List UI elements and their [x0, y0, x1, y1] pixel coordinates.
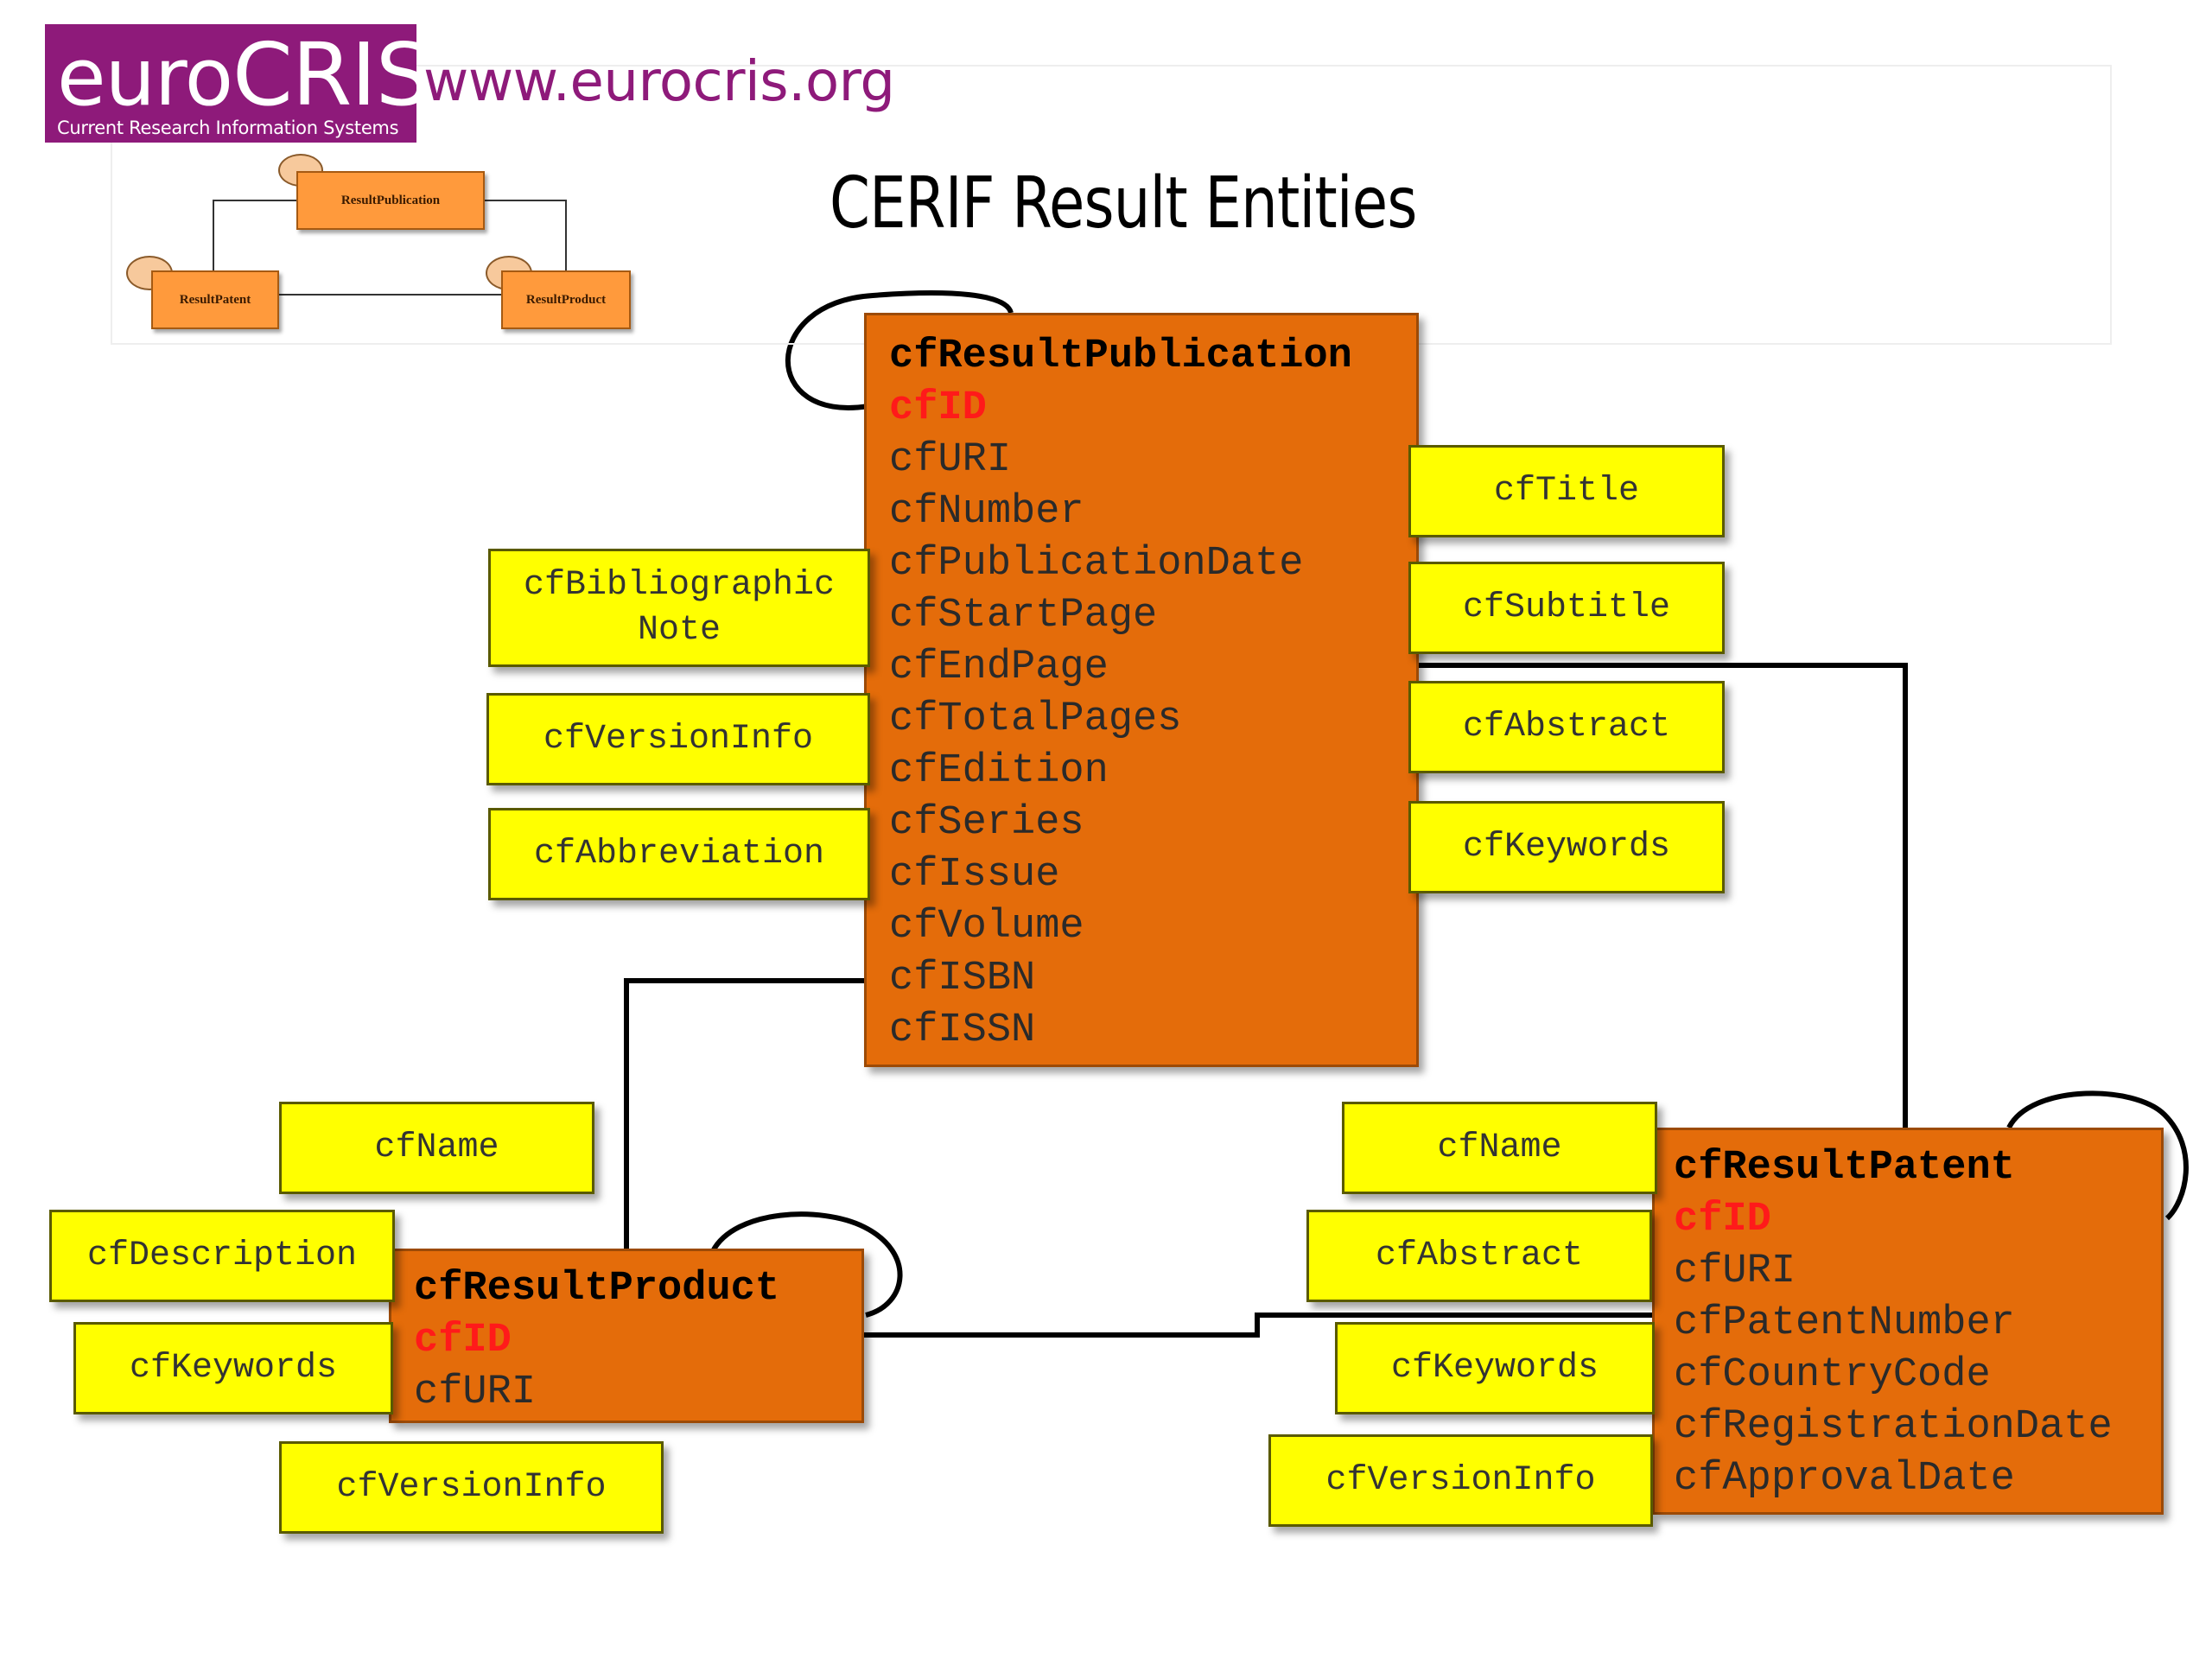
publication-lang-box: cfAbstract: [1408, 681, 1725, 773]
entity-attribute: cfRegistrationDate: [1674, 1404, 2113, 1450]
entity-attribute: cfCountryCode: [1674, 1352, 1991, 1398]
entity-attribute: cfPatentNumber: [1674, 1300, 2015, 1346]
entity-attribute: cfURI: [414, 1370, 537, 1415]
entity-identifier: cfID: [889, 385, 987, 431]
publication-lang-box: cfBibliographic Note: [488, 549, 870, 667]
publication-lang-box: cfKeywords: [1408, 801, 1725, 893]
entity-attribute: cfNumber: [889, 489, 1084, 535]
entity-name: cfResultPublication: [889, 334, 1352, 379]
mini-result-publication: ResultPublication: [296, 171, 485, 230]
entity-identifier: cfID: [414, 1318, 512, 1363]
slide-title: CERIF Result Entities: [830, 162, 1417, 245]
patent-lang-box: cfKeywords: [1335, 1322, 1655, 1414]
publication-lang-box: cfSubtitle: [1408, 562, 1725, 654]
publication-lang-box: cfTitle: [1408, 445, 1725, 537]
entity-name: cfResultPatent: [1674, 1145, 2015, 1191]
entity-attribute: cfISSN: [889, 1007, 1036, 1053]
product-lang-box: cfDescription: [49, 1210, 395, 1302]
product-lang-box: cfName: [279, 1102, 594, 1194]
publication-self-loop: [785, 290, 1014, 410]
entity-result-publication: cfResultPublication cfID cfURI cfNumber …: [864, 313, 1419, 1067]
entity-attribute: cfSeries: [889, 800, 1084, 846]
entity-attribute: cfVolume: [889, 904, 1084, 950]
entity-attribute: cfEndPage: [889, 645, 1109, 690]
mini-link-publication-patent: [213, 200, 296, 270]
entity-attribute: cfURI: [889, 437, 1012, 483]
publication-lang-box: cfAbbreviation: [488, 808, 870, 900]
website-url: www.eurocris.org: [423, 50, 895, 114]
patent-self-loop: [2006, 1090, 2189, 1221]
link-publication-patent: [1419, 663, 1908, 1128]
mini-link-publication-product: [484, 200, 567, 270]
entity-result-patent: cfResultPatent cfID cfURI cfPatentNumber…: [1652, 1128, 2164, 1515]
mini-result-product: ResultProduct: [501, 270, 631, 329]
entity-attribute: cfIssue: [889, 852, 1060, 898]
entity-attribute: cfEdition: [889, 748, 1109, 794]
patent-lang-box: cfVersionInfo: [1268, 1434, 1653, 1527]
entity-attribute: cfTotalPages: [889, 696, 1182, 742]
entity-attribute: cfStartPage: [889, 593, 1158, 639]
entity-identifier: cfID: [1674, 1197, 1771, 1243]
product-lang-box: cfVersionInfo: [279, 1441, 664, 1534]
logo-wordmark: euroCRIS: [57, 24, 430, 125]
entity-attribute: cfISBN: [889, 956, 1036, 1001]
entity-attribute: cfURI: [1674, 1249, 1796, 1294]
entity-name: cfResultProduct: [414, 1266, 780, 1312]
link-publication-product: [624, 978, 864, 1249]
entity-attribute: cfPublicationDate: [889, 541, 1304, 587]
mini-result-patent: ResultPatent: [151, 270, 279, 329]
patent-lang-box: cfName: [1342, 1102, 1657, 1194]
product-self-loop: [710, 1211, 903, 1318]
link-product-patent: [864, 1313, 1652, 1338]
logo-tagline: Current Research Information Systems: [57, 118, 399, 138]
entity-attribute: cfApprovalDate: [1674, 1456, 2015, 1502]
entity-result-product: cfResultProduct cfID cfURI: [389, 1249, 864, 1423]
patent-lang-box: cfAbstract: [1306, 1210, 1652, 1302]
eurocris-logo: euroCRIS Current Research Information Sy…: [45, 24, 430, 143]
product-lang-box: cfKeywords: [73, 1322, 393, 1414]
publication-lang-box: cfVersionInfo: [486, 693, 870, 785]
